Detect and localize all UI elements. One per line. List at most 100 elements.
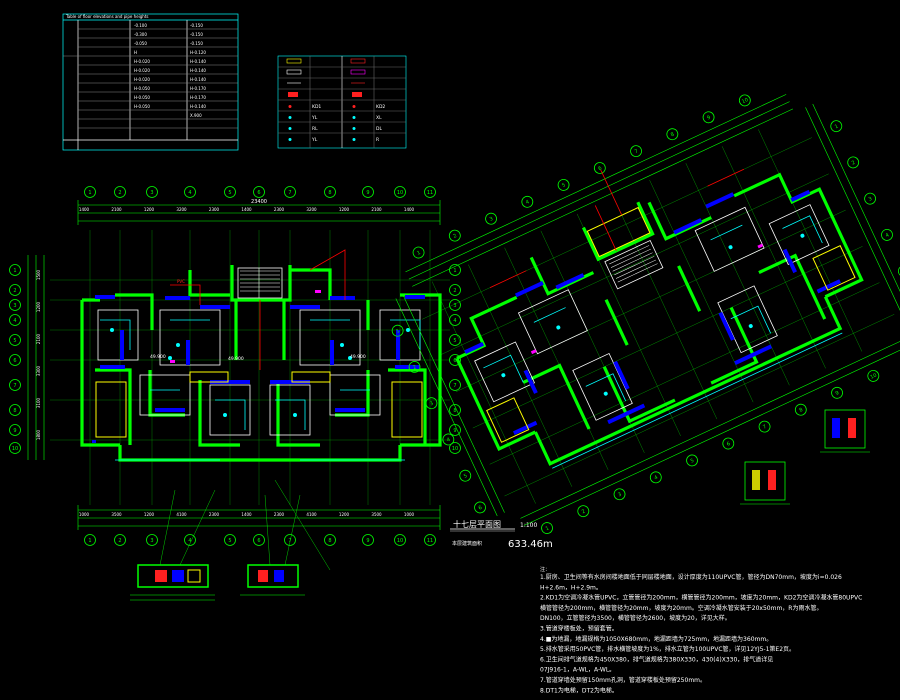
legend-item-swatch [352, 127, 356, 130]
note-line: 07J916-1，A-WL，A-WL。 [540, 667, 615, 674]
rotated-axis-bubble: 8 [666, 128, 679, 141]
legend-item-label: R [376, 137, 379, 143]
rotated-axis-bubble: 6 [593, 162, 606, 174]
bottom-axis-bubble-label: 10 [397, 538, 403, 544]
rotated-axis-bubble: 2 [577, 505, 590, 518]
right-axis-bubble: 10 [449, 442, 461, 454]
rotated-magenta-marks [530, 243, 764, 355]
rotated-cyan-pipes [483, 215, 843, 469]
rotated-axis-bubble-label: 10 [869, 373, 877, 381]
top-axis-bubble-label: 9 [366, 190, 369, 196]
rotated-axis-bubble-label: 1 [834, 123, 839, 130]
main-blue-fixtures [92, 295, 425, 443]
left-axis-bubble: 2 [9, 284, 21, 296]
area-value: 633.46m [508, 539, 553, 550]
rotated-axis-bubble: 1 [391, 324, 404, 337]
note-line: 横管管径为200mm，横管管径为20mm，坡度为20mm。空调冷凝水管安装于20… [540, 604, 822, 612]
rotated-axis-bubble: 3 [485, 212, 497, 225]
bottom-axis-bubble-label: 9 [366, 538, 369, 544]
top-dimension-lines [77, 200, 441, 225]
top-dimension: 2300 [209, 207, 220, 212]
notes-lines: 1.厨房、卫生间等有水房间楼地面低于同层楼地面，设计厚度为110UPVC管，管径… [540, 573, 862, 694]
bottom-axis-bubble: 4 [184, 534, 196, 546]
elevation-cell: H-0.050 [134, 86, 150, 91]
rotated-dimension-lines [395, 94, 900, 526]
rotated-axis-bubble: 4 [521, 195, 534, 208]
top-dimension: 2100 [111, 207, 122, 212]
detail-block-right-2 [740, 461, 790, 505]
legend-item-label: XL [376, 115, 382, 121]
left-axis-bubble-label: 6 [13, 358, 16, 364]
rotated-axis-bubble: 7 [758, 420, 771, 433]
legend-item-swatch [288, 105, 292, 108]
rotated-axis-bubble: 1 [830, 120, 843, 133]
left-axis-bubble-label: 8 [13, 408, 16, 414]
bottom-dimension: 4100 [306, 512, 317, 517]
top-axis-bubble: 4 [184, 186, 196, 198]
legend-item-swatch [352, 116, 356, 119]
bottom-axis-bubble-label: 3 [150, 538, 153, 544]
main-red-lines [170, 249, 346, 370]
bottom-dimension-lines [77, 505, 441, 530]
rotated-axis-bubble-label: 4 [446, 437, 451, 444]
bottom-axis-bubble: 2 [114, 534, 126, 546]
left-axis-bubble: 10 [9, 442, 21, 454]
left-axis-bubble: 4 [9, 314, 21, 326]
rotated-axis-bubble: 1 [412, 246, 425, 259]
detail-block-bottom-1 [130, 564, 215, 601]
left-axis-bubble-label: 7 [13, 383, 16, 389]
top-axis-bubble-label: 3 [150, 190, 153, 196]
rotated-axis-bubble-label: 9 [835, 390, 840, 397]
top-dimension: 3200 [306, 207, 317, 212]
bottom-dimension: 3500 [111, 512, 122, 517]
rotated-stair [609, 245, 658, 283]
left-dimension: 2100 [36, 333, 41, 344]
note-line: 6.卫生间排气道规格为450X380，排气道规格为380X330，430(4)X… [540, 655, 773, 663]
rotated-axis-bubble: 9 [702, 111, 715, 124]
elevation-cell: H-0.170 [190, 95, 206, 100]
elevation-cell: -0.050 [134, 41, 147, 46]
top-axis-bubble-label: 2 [118, 190, 121, 196]
bottom-dimension: 1000 [79, 512, 90, 517]
left-axis-bubble: 5 [9, 334, 21, 346]
right-axis-bubble: 4 [449, 314, 461, 326]
bottom-axis-bubble: 9 [362, 534, 374, 546]
rotated-axis-bubble-label: 1 [395, 328, 400, 335]
left-dimension: 1500 [36, 269, 41, 280]
legend-item-label: YL [311, 137, 318, 143]
left-dimension: 1800 [36, 429, 41, 440]
rotated-axis-bubble-label: 5 [561, 182, 566, 189]
elevation-mark-3: 49.900 [350, 354, 366, 360]
top-axis-bubble-label: 10 [397, 190, 403, 196]
rotated-axis-bubble: 5 [898, 265, 900, 278]
rotated-axis-bubble-label: 7 [634, 148, 639, 155]
legend-item-swatch [352, 138, 356, 141]
bottom-axis-bubble-label: 1 [88, 538, 91, 544]
top-dimension: 1400 [79, 207, 90, 212]
legend-item-swatch [352, 105, 356, 108]
note-line: DN100，立管管径为3500，横管管径为2600，坡度为20，详见大样。 [540, 614, 731, 622]
pvc-label: PVC [177, 279, 185, 284]
elevation-cell: X.900 [190, 113, 202, 118]
left-axis-bubble-label: 5 [13, 338, 16, 344]
right-axis-bubble-label: 8 [453, 408, 456, 414]
note-line: 2.KD1为空调冷凝水管UPVC，立管管径为200mm，横管管径为200mm，坡… [540, 594, 862, 602]
left-axis-bubble-label: 9 [13, 428, 16, 434]
legend-item-label: KD2 [376, 104, 385, 110]
plan-scale: 1:100 [520, 522, 537, 529]
elevation-table-title: Table of floor elevations and pipe heigh… [65, 14, 149, 19]
note-line: 3.管道穿楼板处，预留套管。 [540, 625, 618, 633]
right-axis-bubble-label: 7 [453, 383, 456, 389]
left-axis-bubble: 3 [9, 299, 21, 311]
rotated-cyan-marks [501, 233, 805, 396]
left-axis-bubble: 1 [9, 264, 21, 276]
rotated-axis-bubble: 2 [847, 156, 860, 169]
elevation-cell: -0.150 [190, 41, 203, 46]
rotated-axis-bubble: 2 [408, 361, 421, 373]
right-axis-bubble-label: 3 [453, 303, 456, 309]
